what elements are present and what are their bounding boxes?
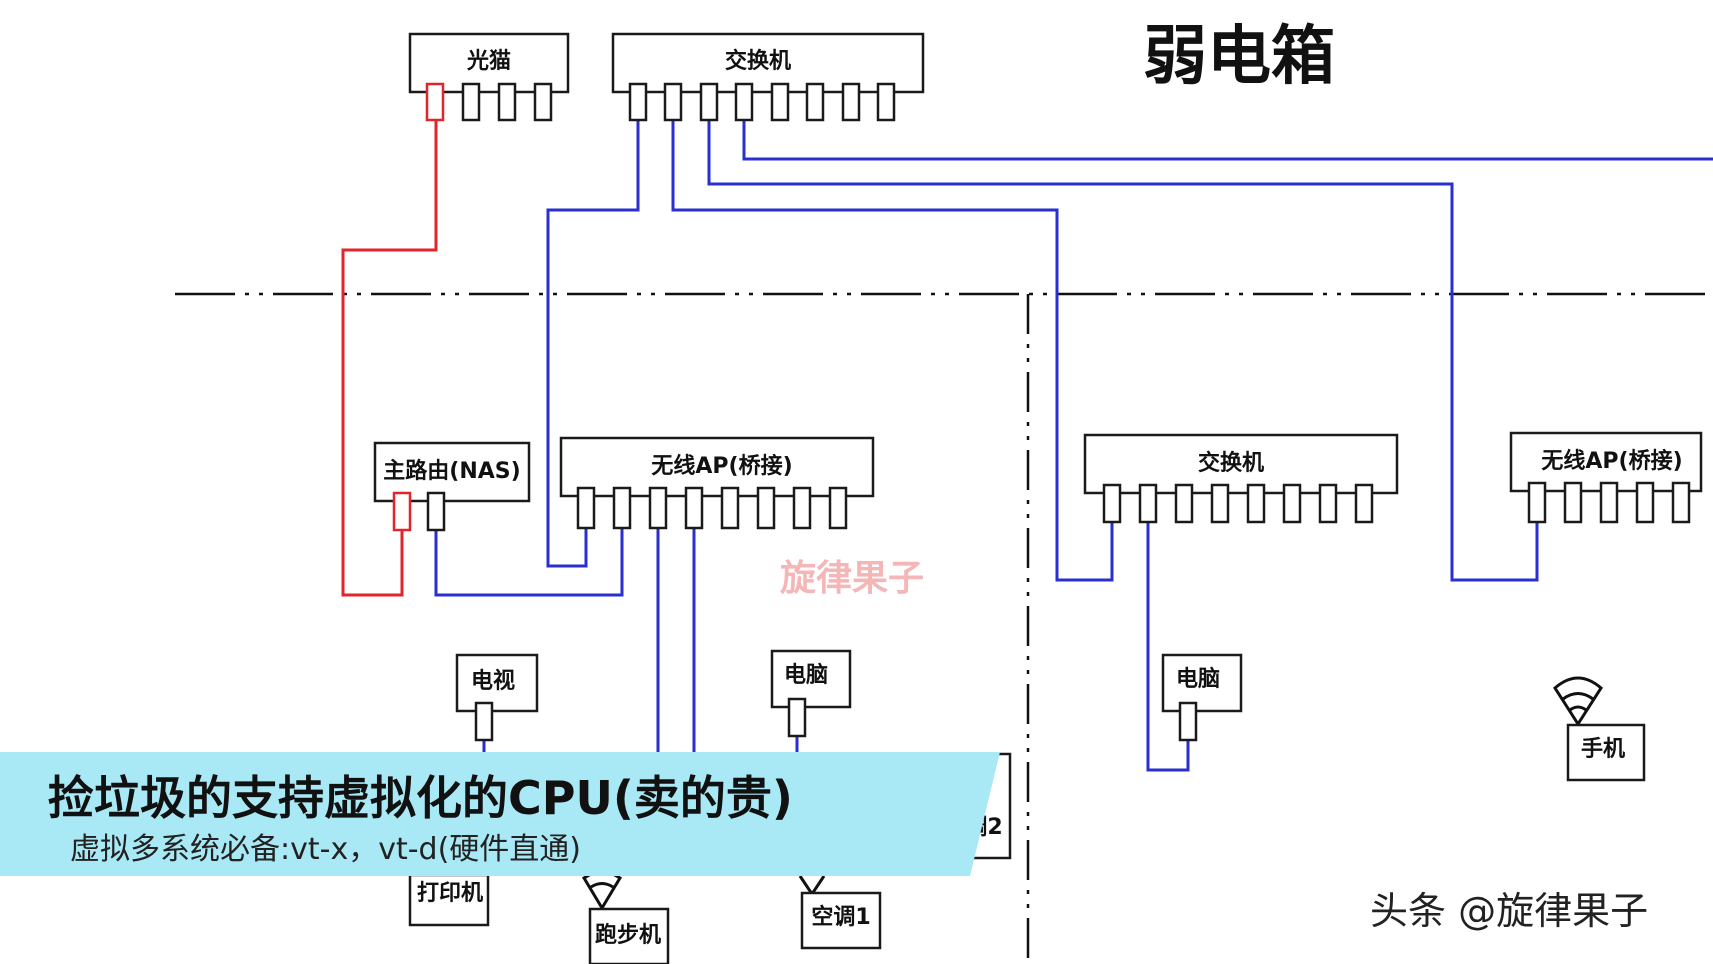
treadmill-device: 跑步机 (581, 870, 670, 964)
switch-port (805, 82, 825, 122)
wireless-ap-right-label: 无线AP(桥接) (1541, 448, 1682, 474)
pc-right-label: 电脑 (1176, 666, 1220, 692)
ap-right-port (1527, 481, 1547, 524)
ap-port (576, 486, 596, 530)
switch-right-port (1354, 483, 1374, 524)
pc-left-device: 电脑 (770, 649, 852, 738)
cable-switch-to-right-switch (671, 120, 1114, 582)
switch-port (841, 82, 861, 122)
switch-port (770, 82, 790, 122)
switch-right-port (1138, 483, 1158, 524)
wireless-ap-left-label: 无线AP(桥接) (651, 453, 792, 479)
ap-port (612, 486, 632, 530)
watermark-text: 旋律果子 (780, 557, 924, 599)
ap-port (720, 486, 740, 530)
wireless-ap-right: 无线AP(桥接) (1509, 431, 1703, 524)
ap-right-port (1599, 481, 1619, 524)
wifi-icon (1553, 676, 1603, 727)
printer-label: 打印机 (417, 881, 483, 906)
ap-port (828, 486, 848, 530)
tv-port (474, 701, 494, 742)
printer-device: 打印机 (408, 873, 490, 927)
router-wan-port (392, 491, 412, 532)
pc-left-label: 电脑 (784, 662, 828, 688)
ap-right-port (1671, 481, 1691, 524)
tv-label: 电视 (471, 668, 515, 694)
cable-switch-offscreen (742, 120, 1713, 161)
switch-top-label: 交换机 (725, 48, 791, 74)
pc-right-port (1178, 701, 1198, 742)
cable-switch-to-right-ap (707, 120, 1539, 582)
ap-right-port (1635, 481, 1655, 524)
caption-banner: 捡垃圾的支持虚拟化的CPU(卖的贵) 虚拟多系统必备:vt-x，vt-d(硬件直… (0, 752, 1000, 876)
pc-right-device: 电脑 (1161, 653, 1243, 742)
diagram-title: 弱电箱 (1143, 20, 1335, 94)
main-router: 主路由(NAS) (373, 441, 531, 532)
caption-subtitle: 虚拟多系统必备:vt-x，vt-d(硬件直通) (70, 832, 581, 867)
ap-port (792, 486, 812, 530)
cable-switch-to-ap-left (546, 120, 640, 568)
cable-router-to-ap-left (434, 528, 624, 597)
phone-device: 手机 (1553, 676, 1646, 782)
aircon1-label: 空调1 (811, 904, 870, 930)
switch-right-port (1102, 483, 1122, 524)
ap-port (648, 486, 668, 530)
wireless-ap-left: 无线AP(桥接) (559, 436, 875, 530)
wifi-icon (581, 870, 623, 911)
cable-right-switch-to-pc (1146, 522, 1190, 772)
aircon1-device: 空调1 (798, 875, 882, 950)
switch-right-port (1318, 483, 1338, 524)
switch-right: 交换机 (1083, 433, 1399, 524)
optical-modem-port (497, 82, 517, 122)
switch-right-port (1174, 483, 1194, 524)
caption-title: 捡垃圾的支持虚拟化的CPU(卖的贵) (48, 771, 793, 825)
switch-port (876, 82, 896, 122)
switch-port (734, 82, 754, 122)
optical-modem-wan-port (425, 82, 445, 122)
switch-right-port (1282, 483, 1302, 524)
main-router-label: 主路由(NAS) (383, 458, 520, 484)
switch-port (663, 82, 683, 122)
ap-port (684, 486, 704, 530)
switch-port (628, 82, 648, 122)
switch-right-port (1210, 483, 1230, 524)
router-lan-port (426, 491, 446, 532)
tv-device: 电视 (455, 653, 539, 742)
optical-modem: 光猫 (408, 32, 570, 122)
optical-modem-label: 光猫 (466, 49, 511, 74)
switch-right-port (1246, 483, 1266, 524)
optical-modem-port (461, 82, 481, 122)
switch-top: 交换机 (611, 32, 925, 122)
treadmill-label: 跑步机 (595, 922, 661, 948)
wan-cable (341, 120, 438, 597)
ap-port (756, 486, 776, 530)
switch-port (699, 82, 719, 122)
pc-left-port (787, 697, 807, 738)
wifi-icon (798, 875, 826, 897)
ap-right-port (1563, 481, 1583, 524)
switch-right-label: 交换机 (1198, 450, 1264, 476)
optical-modem-port (533, 82, 553, 122)
phone-label: 手机 (1581, 737, 1625, 762)
author-credit: 头条 @旋律果子 (1370, 889, 1649, 933)
